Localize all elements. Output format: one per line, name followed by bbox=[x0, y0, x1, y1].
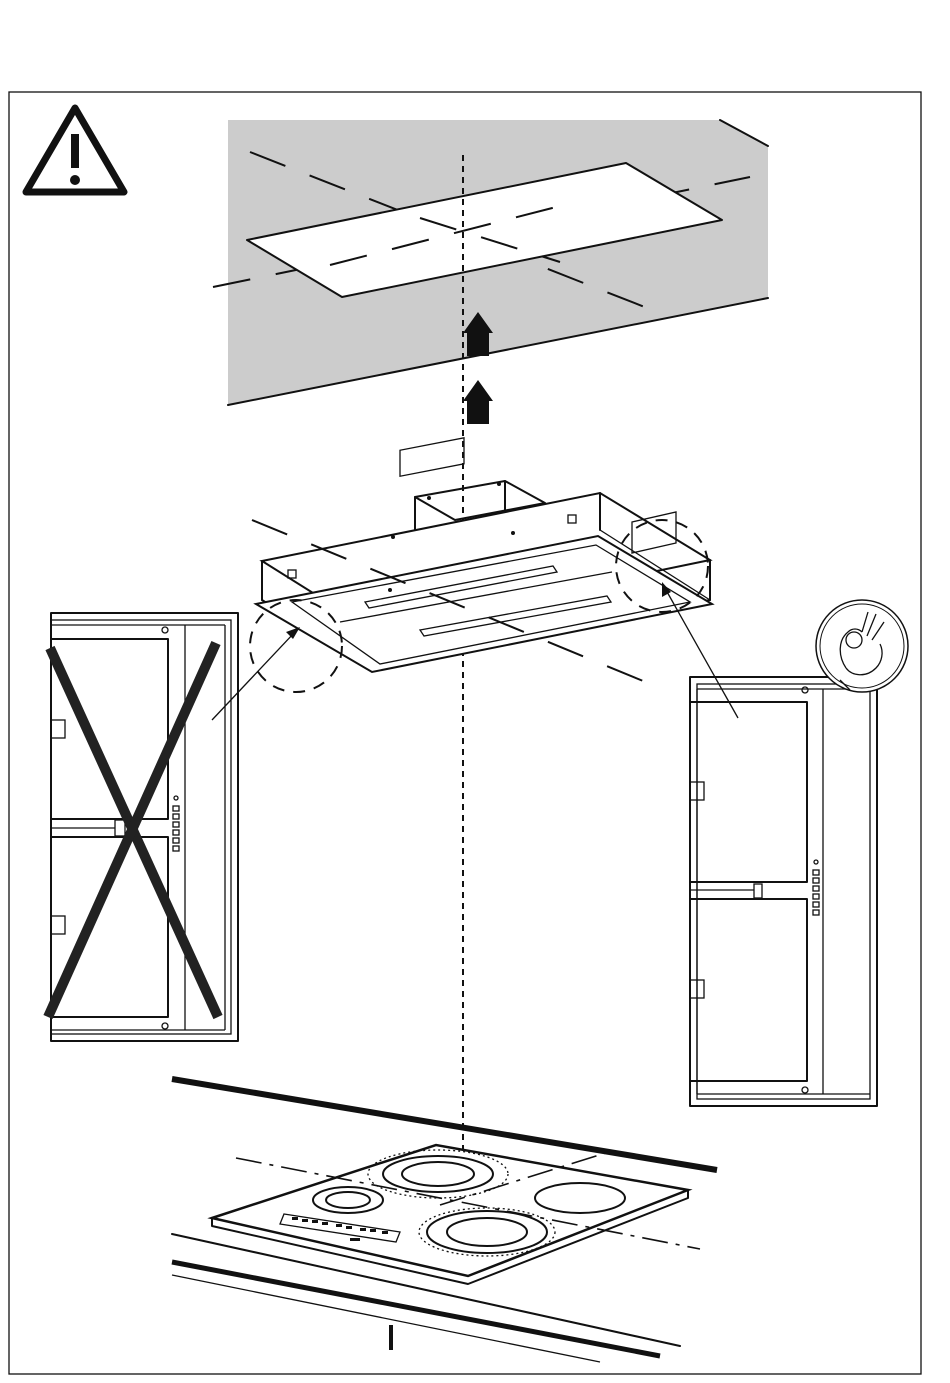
control-buttons bbox=[813, 860, 819, 915]
warning-triangle-icon bbox=[26, 108, 124, 192]
correct-orientation-detail bbox=[690, 677, 877, 1106]
ok-hand-icon bbox=[816, 600, 908, 692]
control-buttons bbox=[173, 796, 179, 851]
induction-hob bbox=[212, 1145, 700, 1284]
up-arrow-icon bbox=[463, 312, 493, 424]
cross-mark-icon bbox=[48, 643, 218, 1017]
wrong-orientation-detail bbox=[48, 613, 238, 1041]
cooker-hood bbox=[256, 438, 712, 672]
ceiling bbox=[213, 120, 768, 405]
